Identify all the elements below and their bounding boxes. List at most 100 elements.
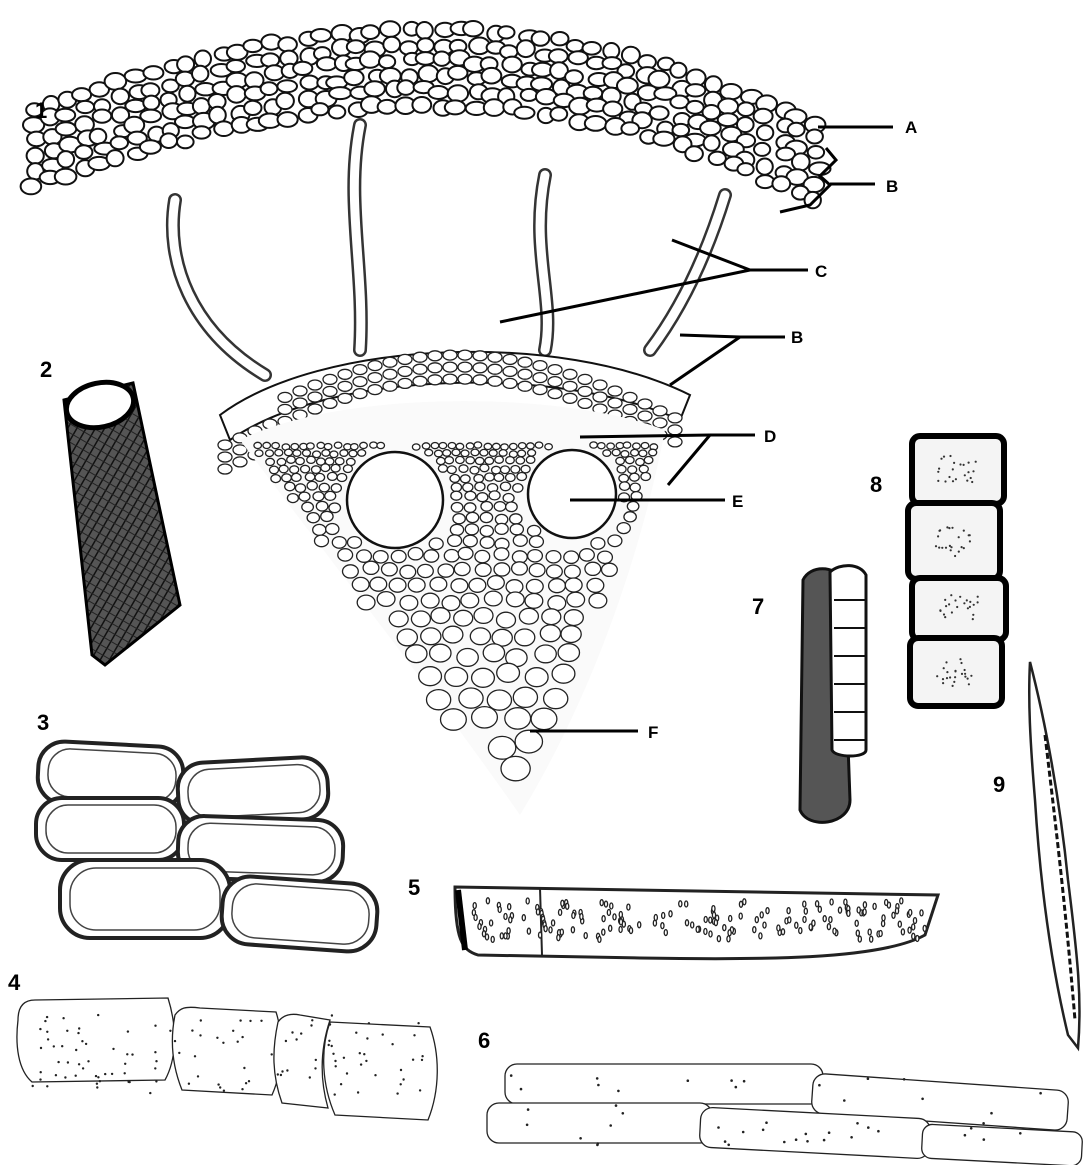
epidermis-cell [278,37,297,51]
figure-1-cross-section [21,21,831,815]
pit-dot [300,1032,302,1034]
stipple-dot [975,461,977,463]
vascular-cell [639,465,648,473]
pit-dot [363,1053,365,1055]
cortex-cell [293,386,307,396]
vascular-cell [340,450,348,457]
vascular-cell [510,443,518,449]
stipple-dot [937,480,939,482]
vascular-cell [285,449,293,456]
pit-dot [765,1121,768,1124]
vascular-cell [321,464,330,472]
pit-dot [280,1074,282,1076]
pit [610,903,613,909]
figure-number-3: 3 [37,710,49,735]
epidermis-cell [193,98,210,114]
pit-dot [366,1037,368,1039]
pit [709,931,712,937]
pit-dot [727,1144,730,1147]
pit [704,929,707,935]
pit-dot [964,1134,967,1137]
vascular-cell [503,494,514,503]
vascular-cell [483,644,504,662]
pit-dot [169,1030,171,1032]
pit-dot [127,1081,129,1083]
vascular-cell [552,664,575,683]
pit [549,927,552,933]
pit [552,920,555,926]
stipple-dot [968,683,970,685]
pit-dot [155,1080,157,1082]
epidermis-cell [549,49,568,63]
pit-dot [241,1036,243,1038]
vascular-cell [474,475,484,483]
epidermis-cell [195,51,211,68]
epidermis-cell [754,109,773,124]
vascular-cell [329,503,341,513]
vascular-cell [475,482,485,491]
vascular-cell [277,458,286,465]
epidermis-cell [277,80,297,92]
pit-dot [843,1099,846,1102]
pit [920,910,923,916]
pit-dot [579,1137,582,1140]
pit-dot [217,1083,219,1085]
pit-dot [724,1140,727,1143]
pit [788,917,791,923]
pit [882,921,885,927]
vascular-cell [488,576,505,590]
vascular-cell [535,645,556,663]
epidermis-cell [311,29,331,42]
pit-dot [1019,1132,1022,1135]
vascular-cell [437,457,446,464]
pit [572,913,575,919]
pit [838,907,841,913]
stipple-dot [945,605,947,607]
stipple-dot [961,673,963,675]
pit [898,921,901,927]
epidermis-cell [551,32,568,45]
cortex-cell [338,393,352,403]
pit-dot [806,1140,809,1143]
pit-dot [328,1044,330,1046]
pit-dot [311,1019,313,1021]
epidermis-cell [705,76,722,92]
epidermis-cell [720,84,741,99]
vascular-cell [438,564,454,577]
pit [580,914,583,920]
air-chamber-partitions [173,125,725,375]
vascular-cell [544,689,568,709]
vascular-cell [565,565,581,578]
vascular-cell [626,457,635,464]
pit-dot [154,1025,156,1027]
vascular-cell [331,464,340,472]
pit-dot [77,1032,79,1034]
vascular-cell [332,537,346,549]
epidermis-cell [105,73,127,90]
vascular-cell [494,473,504,481]
cortex-cell [548,389,562,399]
epidermis-cell [261,82,278,95]
pit-dot [357,1091,359,1093]
vascular-cell [472,668,495,687]
epidermis-cell [417,38,434,52]
epidermis-cell [111,136,128,149]
vascular-cell [461,593,479,608]
stipple-dot [969,601,971,603]
stipple-dot [935,545,937,547]
pit-dot [222,1042,224,1044]
vascular-cell [603,450,611,457]
pit [482,931,485,937]
vascular-cell [619,474,629,482]
vascular-cell [319,483,329,492]
pit [895,908,898,914]
epidermis-cell [177,56,194,72]
vascular-cell [461,475,471,483]
pit-dot [359,1052,361,1054]
pit-dot [46,1016,48,1018]
stipple-dot [952,480,954,482]
vascular-cell [357,595,375,610]
cortex-cell [278,392,292,402]
pit-dot [75,1075,77,1077]
pit-dot [62,1017,64,1019]
